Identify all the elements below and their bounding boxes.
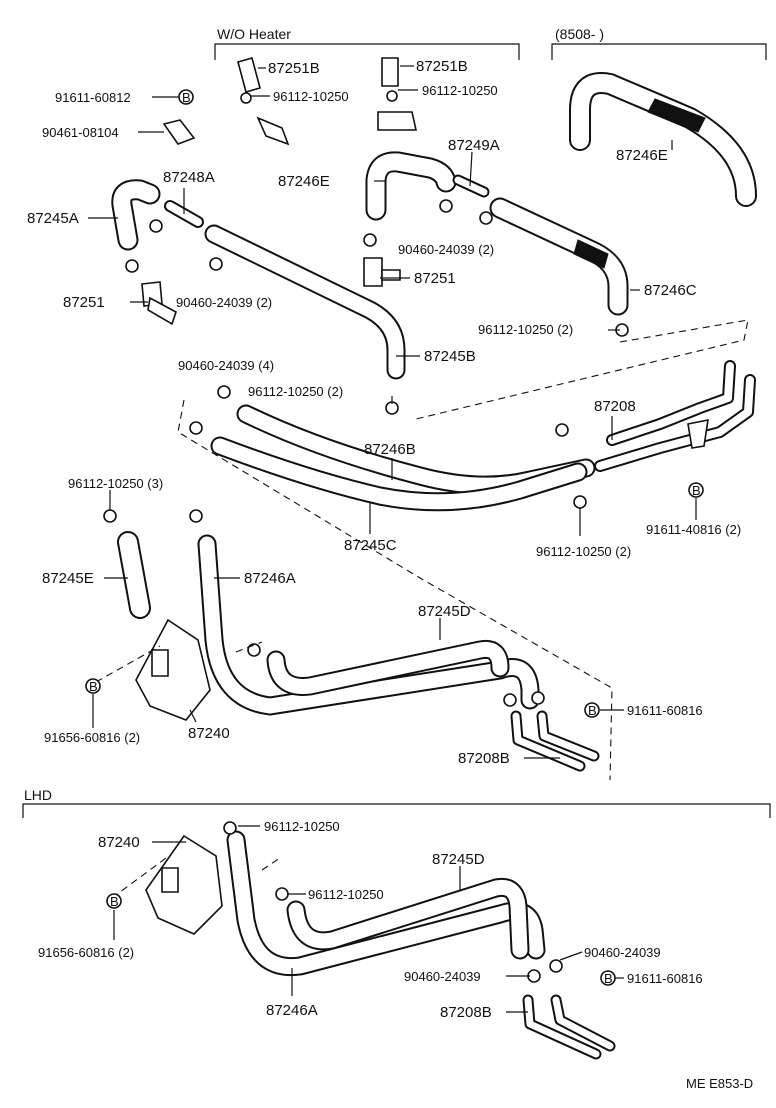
svg-text:B: B <box>182 90 191 105</box>
label-87249A: 87249A <box>448 137 500 154</box>
label-87245B: 87245B <box>424 348 476 365</box>
label-96112-10250-2-upper: 96112-10250 (2) <box>478 322 573 337</box>
label-91611-60812: 91611-60812 <box>55 90 131 105</box>
water-valve-87240-lower <box>145 834 223 935</box>
label-90460-24039-lhd-right: 90460-24039 <box>584 945 661 960</box>
label-87240-lower: 87240 <box>98 834 140 851</box>
label-87251-left: 87251 <box>63 294 105 311</box>
hose-87245C <box>210 436 588 512</box>
label-87208B-upper: 87208B <box>458 750 510 767</box>
hose-87246E-right <box>569 72 757 207</box>
label-96112-10250-2-lower: 96112-10250 (2) <box>536 544 631 559</box>
label-87245C: 87245C <box>344 537 397 554</box>
label-96112-10250-3: 96112-10250 (3) <box>68 476 163 491</box>
fitting-87251B-left <box>237 57 290 146</box>
hose-87246A-lower <box>226 830 546 977</box>
label-87240-upper: 87240 <box>188 725 230 742</box>
hose-87246A-upper <box>197 534 540 716</box>
valve-87251-left <box>141 281 177 326</box>
pipe-assembly-87208B-upper <box>510 710 600 772</box>
svg-text:B: B <box>89 679 98 694</box>
label-90460-24039-lhd-left: 90460-24039 <box>404 969 481 984</box>
diagram-code: ME E853-D <box>686 1076 753 1091</box>
label-87246A-upper: 87246A <box>244 570 296 587</box>
label-87251B-left: 87251B <box>268 60 320 77</box>
label-87208B-lower: 87208B <box>440 1004 492 1021</box>
label-87246C: 87246C <box>644 282 697 299</box>
label-96112-10250-2-middle: 96112-10250 (2) <box>248 384 343 399</box>
svg-text:B: B <box>588 703 597 718</box>
label-90461-08104: 90461-08104 <box>42 125 119 140</box>
label-87245E: 87245E <box>42 570 94 587</box>
water-valve-87240-upper <box>135 618 211 721</box>
label-87251-middle: 87251 <box>414 270 456 287</box>
label-87245D-lower: 87245D <box>432 851 485 868</box>
pipe-87249A <box>452 174 490 198</box>
label-96112-10250-lhd-upper: 96112-10250 <box>264 819 340 834</box>
bolt-marker: B <box>178 89 194 105</box>
pipe-assembly-87208 <box>594 360 756 472</box>
label-87246B: 87246B <box>364 441 416 458</box>
svg-text:B: B <box>692 483 701 498</box>
label-87208: 87208 <box>594 398 636 415</box>
label-87245D-upper: 87245D <box>418 603 471 620</box>
bolt-marker: B <box>584 702 600 718</box>
reference-lines <box>95 319 749 899</box>
svg-text:B: B <box>604 971 613 986</box>
section-title-production-date: (8508- ) <box>555 26 604 42</box>
bracket-90461-08104 <box>162 119 196 145</box>
section-title-lhd: LHD <box>24 787 52 803</box>
bolt-marker: B <box>688 482 704 498</box>
fitting-87251B-right <box>377 57 417 131</box>
hose-87245D-upper <box>266 639 510 696</box>
hose-87245B <box>204 224 406 380</box>
label-87245A: 87245A <box>27 210 79 227</box>
label-87246A-lower: 87246A <box>266 1002 318 1019</box>
label-91611-60816-lower: 91611-60816 <box>627 971 703 986</box>
svg-text:B: B <box>110 894 119 909</box>
label-87246E-right: 87246E <box>616 147 668 164</box>
bolt-marker: B <box>106 893 122 909</box>
label-96112-10250-lhd-lower: 96112-10250 <box>308 887 384 902</box>
hose-87246C <box>489 197 629 316</box>
label-90460-24039-4: 90460-24039 (4) <box>178 358 274 373</box>
valve-87251-middle <box>363 257 401 287</box>
section-title-wo-heater: W/O Heater <box>217 26 291 42</box>
label-91611-60816-upper: 91611-60816 <box>627 703 703 718</box>
hose-87245E <box>117 531 151 619</box>
label-87246E-middle: 87246E <box>278 173 330 190</box>
label-91656-60816-2-upper: 91656-60816 (2) <box>44 730 140 745</box>
bolt-marker: B <box>600 970 616 986</box>
hose-87246E-middle <box>365 151 457 221</box>
label-90460-24039-2-left: 90460-24039 (2) <box>176 295 272 310</box>
label-90460-24039-2-right: 90460-24039 (2) <box>398 242 494 257</box>
label-91611-40816-2: 91611-40816 (2) <box>646 522 741 537</box>
label-96112-10250-right: 96112-10250 <box>422 83 498 98</box>
label-87251B-right: 87251B <box>416 58 468 75</box>
leader-lines <box>88 65 697 1013</box>
pipe-assembly-87208B-lower <box>522 994 616 1060</box>
label-96112-10250-left: 96112-10250 <box>273 89 349 104</box>
bolt-marker: B <box>85 678 101 694</box>
label-91656-60816-2-lower: 91656-60816 (2) <box>38 945 134 960</box>
hose-87245D-lower <box>286 877 530 960</box>
section-brackets <box>22 43 771 818</box>
hose-87245A <box>111 179 161 251</box>
label-87248A: 87248A <box>163 169 215 186</box>
hose-87246B <box>236 404 596 495</box>
hose-clamps <box>103 90 629 983</box>
